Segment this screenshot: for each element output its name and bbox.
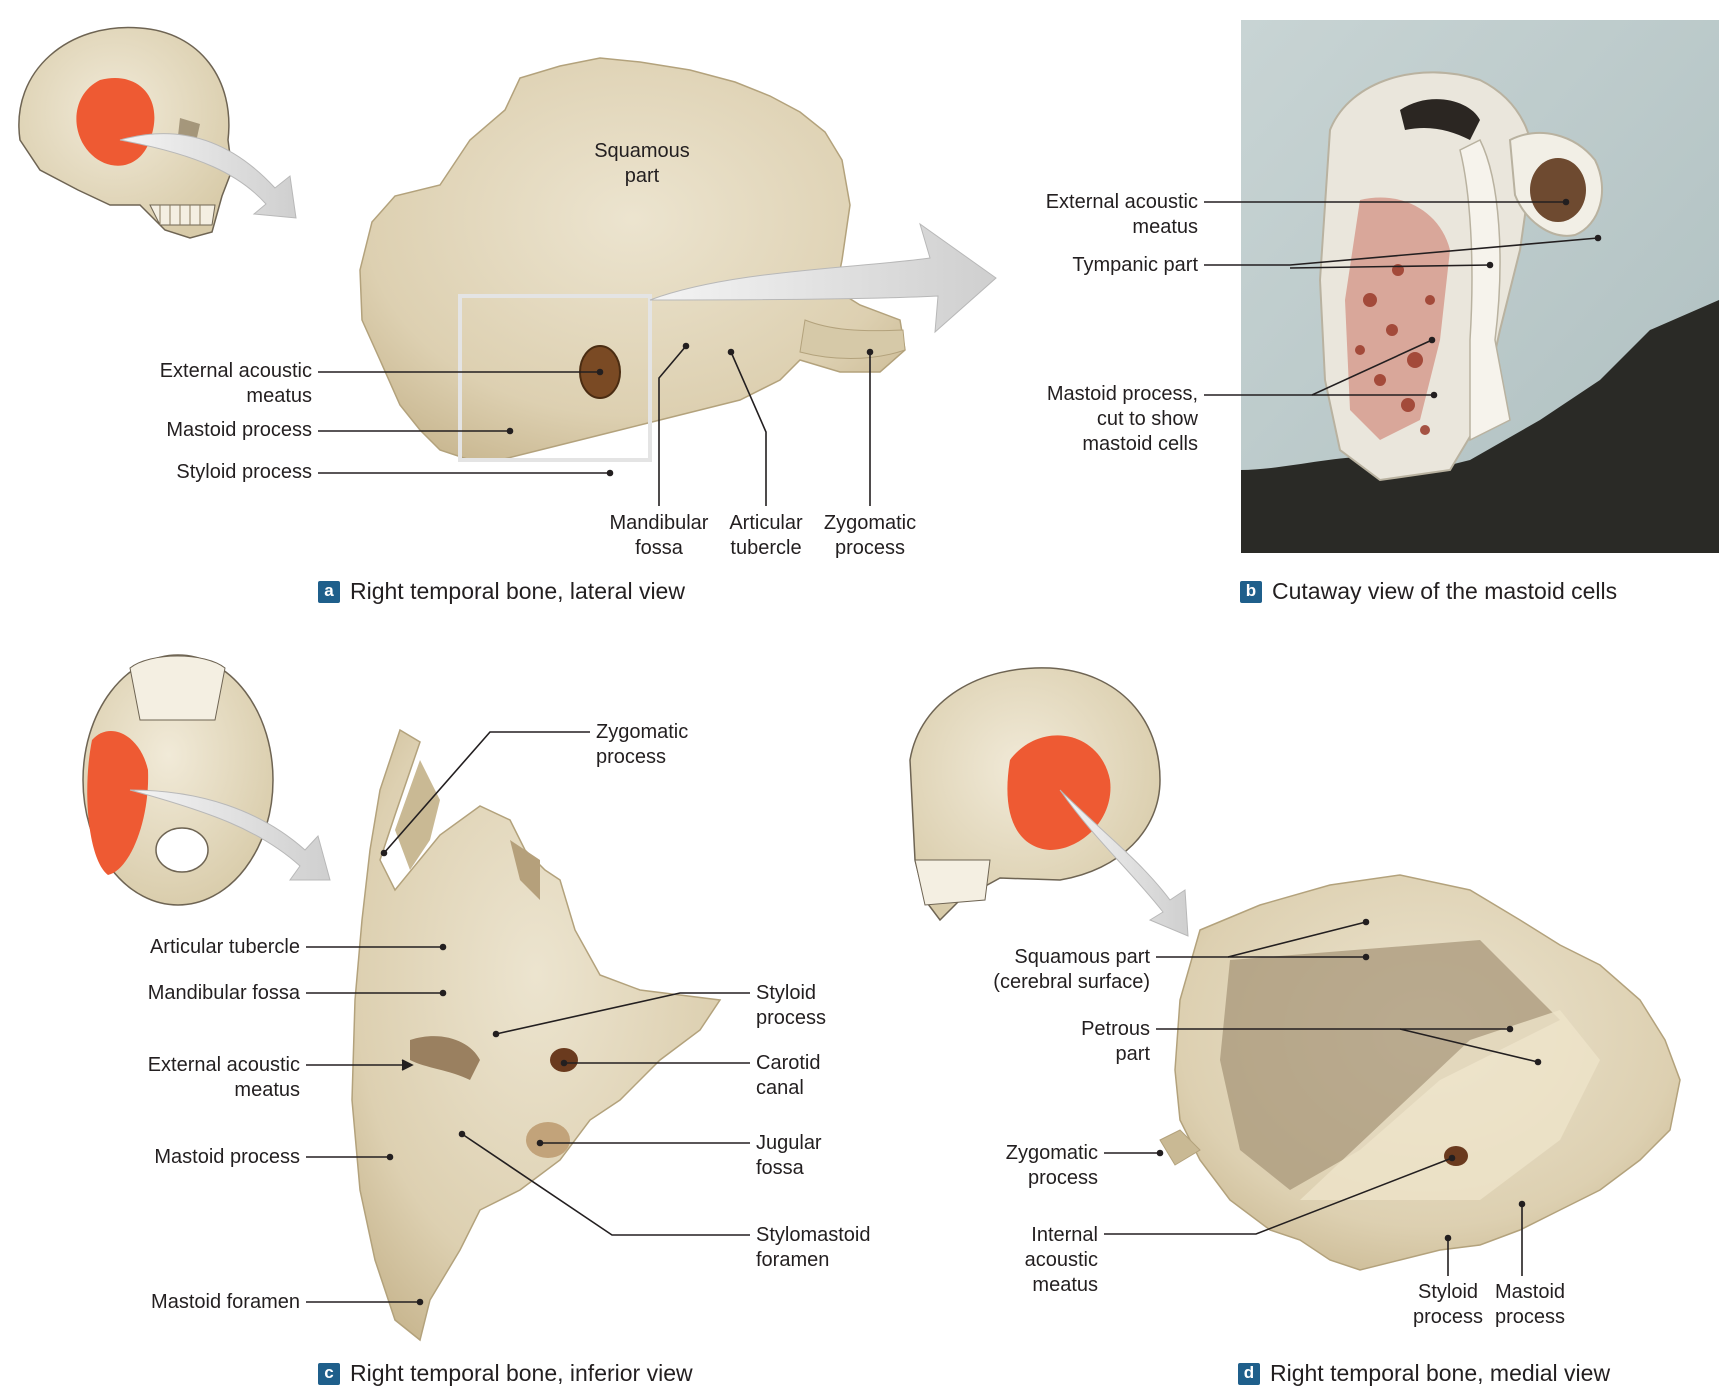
label-a-mastoid-process: Mastoid process <box>60 418 312 443</box>
badge-b: b <box>1240 581 1262 603</box>
badge-d: d <box>1238 1363 1260 1385</box>
caption-d: d Right temporal bone, medial view <box>1238 1360 1610 1387</box>
label-c-mastoid-foramen: Mastoid foramen <box>40 1290 300 1315</box>
caption-b: b Cutaway view of the mastoid cells <box>1240 578 1617 605</box>
skull-inferior-thumbnail <box>83 655 273 905</box>
panel-b <box>1204 20 1719 553</box>
caption-c: c Right temporal bone, inferior view <box>318 1360 693 1387</box>
caption-a: a Right temporal bone, lateral view <box>318 578 685 605</box>
caption-b-text: Cutaway view of the mastoid cells <box>1272 578 1617 605</box>
skull-lateral-thumbnail <box>19 27 232 238</box>
badge-a: a <box>318 581 340 603</box>
internal-acoustic-meatus-hole <box>1444 1146 1468 1166</box>
badge-c: c <box>318 1363 340 1385</box>
bone-lateral <box>360 58 905 460</box>
label-d-squamous-part: Squamous part(cerebral surface) <box>940 945 1150 995</box>
label-c-articular-tubercle: Articular tubercle <box>40 935 300 960</box>
skull-medial-thumbnail <box>910 668 1160 920</box>
label-b-tympanic-part: Tympanic part <box>960 253 1198 278</box>
label-c-mastoid-process: Mastoid process <box>40 1145 300 1170</box>
label-c-mandibular-fossa: Mandibular fossa <box>40 981 300 1006</box>
caption-d-text: Right temporal bone, medial view <box>1270 1360 1610 1387</box>
label-a-styloid-process: Styloid process <box>60 460 312 485</box>
caption-a-text: Right temporal bone, lateral view <box>350 578 685 605</box>
caption-c-text: Right temporal bone, inferior view <box>350 1360 693 1387</box>
